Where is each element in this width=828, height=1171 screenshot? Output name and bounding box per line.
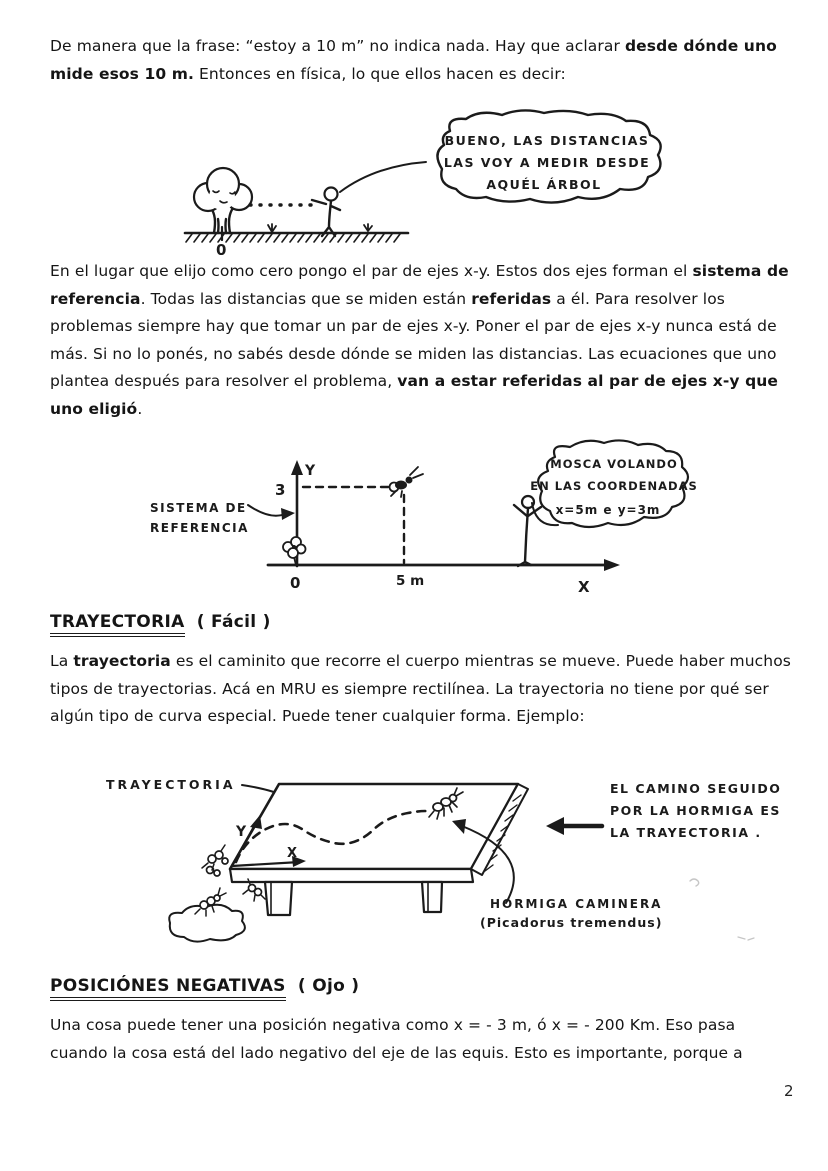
svg-text:EL CAMINO SEGUIDO: EL CAMINO SEGUIDO — [610, 781, 781, 796]
flower-icon — [282, 536, 307, 566]
fly-icon — [388, 466, 424, 498]
trayectoria-paragraph: La trayectoria es el caminito que recorr… — [50, 652, 791, 725]
caption-right: EL CAMINO SEGUIDO POR LA HORMIGA ES LA T… — [546, 781, 781, 840]
svg-text:SISTEMA DE: SISTEMA DE — [150, 501, 247, 515]
ground-line — [183, 225, 410, 243]
x-axis-label: X — [287, 846, 297, 861]
figure-tree-cartoon: 0 — [150, 105, 720, 259]
posiciones-paragraph: Una cosa puede tener una posición negati… — [50, 1016, 743, 1062]
page-number: 2 — [784, 1082, 794, 1100]
heading-text: TRAYECTORIA — [50, 612, 185, 637]
origin-zero-label: 0 — [290, 574, 300, 592]
svg-text:(Picadorus tremendus): (Picadorus tremendus) — [480, 915, 662, 930]
bubble-line: EN LAS COORDENADAS — [530, 479, 698, 493]
stick-figure-icon — [512, 494, 543, 568]
reference-system-paragraph: En el lugar que elijo como cero pongo el… — [50, 262, 789, 418]
bubble-line: AQUÉL ÁRBOL — [486, 177, 601, 192]
trajectory-dashed-path — [234, 809, 428, 864]
table-drawing — [228, 782, 529, 917]
x-tick-5m: 5 m — [396, 573, 424, 589]
heading-suffix: ( Fácil ) — [196, 612, 271, 632]
speech-bubble: MOSCA VOLANDO EN LAS COORDENADAS x=5m e … — [530, 439, 698, 529]
svg-text:TRAYECTORIA: TRAYECTORIA — [106, 777, 236, 792]
speech-bubble: BUENO, LAS DISTANCIAS LAS VOY A MEDIR DE… — [339, 109, 662, 204]
hormiga-label: HORMIGA CAMINERA (Picadorus tremendus) — [452, 819, 662, 930]
y-tick-3: 3 — [275, 481, 285, 499]
bubble-line: LAS VOY A MEDIR DESDE — [444, 155, 650, 170]
bubble-line: x=5m e y=3m — [556, 503, 661, 517]
ant-icon — [201, 844, 229, 877]
svg-text:POR LA HORMIGA ES: POR LA HORMIGA ES — [610, 803, 781, 818]
heading-text: POSICIÓNES NEGATIVAS — [50, 976, 286, 1001]
svg-text:REFERENCIA: REFERENCIA — [150, 521, 249, 535]
y-axis-label: Y — [304, 463, 316, 479]
scan-smudge — [689, 878, 755, 941]
ant-icon — [428, 787, 464, 820]
y-axis-label: Y — [235, 824, 247, 840]
posiciones-heading: POSICIÓNES NEGATIVAS ( Ojo ) — [50, 976, 359, 1001]
heading-suffix: ( Ojo ) — [297, 976, 360, 996]
figure-reference-system: Y X 3 0 5 m SISTEMA DE REFE — [130, 435, 710, 600]
system-reference-label: SISTEMA DE REFERENCIA — [150, 501, 295, 535]
intro-paragraph: De manera que la frase: “estoy a 10 m” n… — [50, 37, 777, 83]
weed-icon — [267, 223, 373, 233]
ant-icon — [242, 878, 266, 902]
svg-text:LA TRAYECTORIA .: LA TRAYECTORIA . — [610, 825, 762, 840]
table-axes: Y X — [230, 815, 306, 868]
x-axis: X — [266, 559, 620, 596]
bubble-line: BUENO, LAS DISTANCIAS — [445, 133, 650, 148]
figure-ant-table: TRAYECTORIA Y X — [90, 755, 790, 960]
stick-figure-icon — [310, 186, 342, 238]
bubble-line: MOSCA VOLANDO — [550, 457, 678, 471]
origin-zero-label: 0 — [216, 241, 226, 259]
cloud-ant-icon — [168, 887, 246, 943]
x-axis-label: X — [578, 578, 590, 596]
trayectoria-heading: TRAYECTORIA ( Fácil ) — [50, 612, 271, 637]
svg-text:HORMIGA CAMINERA: HORMIGA CAMINERA — [490, 897, 662, 911]
tree-icon — [192, 166, 254, 235]
